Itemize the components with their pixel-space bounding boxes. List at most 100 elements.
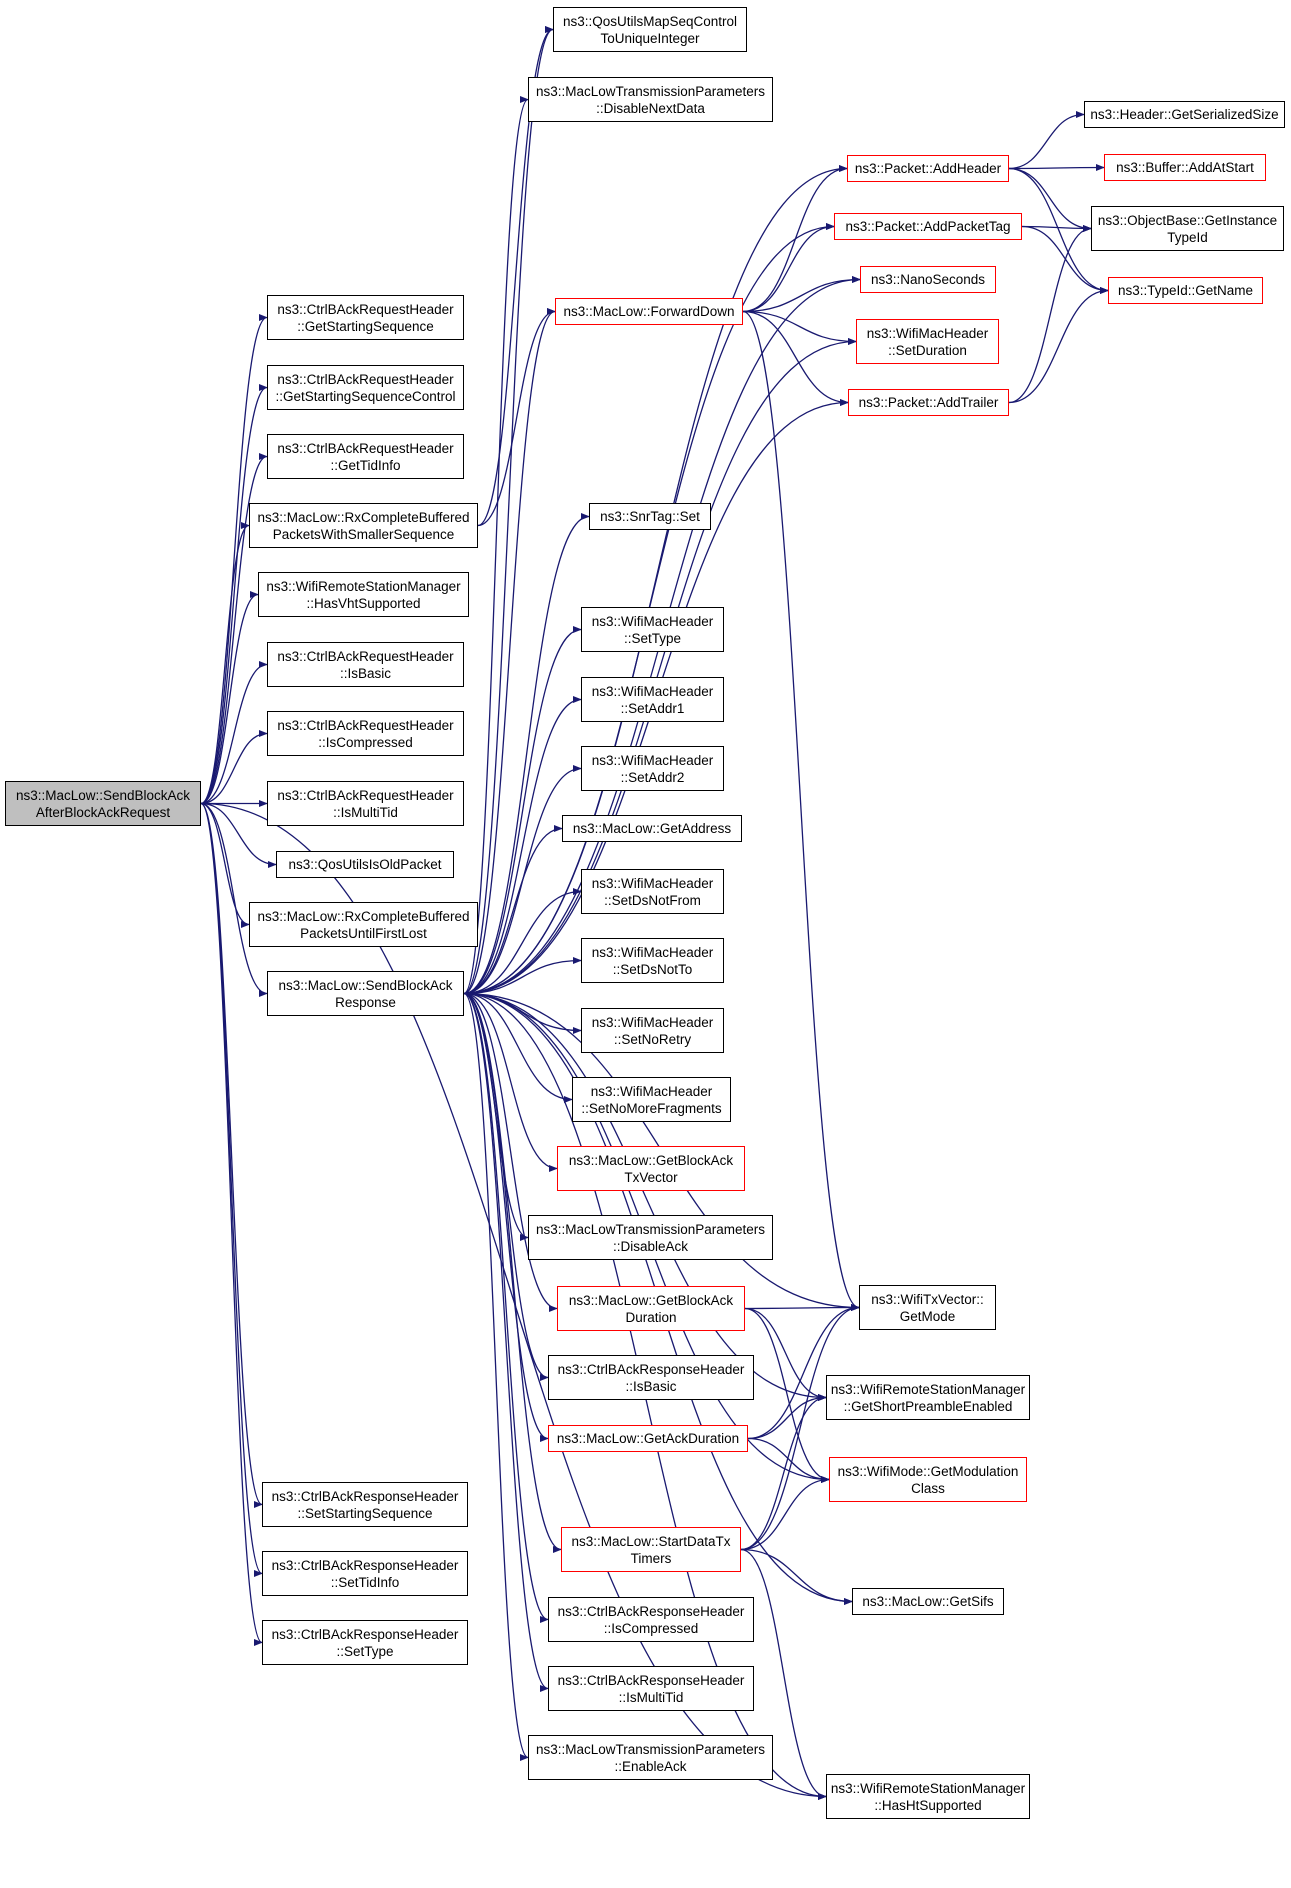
edge-sendResp-to-snrSet	[463, 512, 590, 995]
node-add-trailer[interactable]: ns3::Packet::AddTrailer	[848, 389, 1009, 416]
node-label-line: ns3::CtrlBAckResponseHeader	[557, 1361, 745, 1377]
node-label-line: ns3::MacLow::RxCompleteBuffered	[257, 509, 470, 525]
node-set-type-h[interactable]: ns3::WifiMacHeader::SetType	[581, 607, 724, 652]
edge-root-to-getStartSeq	[200, 314, 268, 805]
node-label-line: ns3::WifiMacHeader	[591, 875, 714, 891]
node-req-is-compressed[interactable]: ns3::CtrlBAckRequestHeader::IsCompressed	[267, 711, 464, 756]
edge-sendResp-to-setDsNotFrom	[463, 887, 582, 995]
node-label-line: ns3::WifiRemoteStationManager	[830, 1381, 1026, 1397]
node-label-line: ns3::CtrlBAckRequestHeader	[277, 440, 454, 456]
edge-addTrailer-to-instType	[1008, 224, 1092, 404]
node-fwd-down[interactable]: ns3::MacLow::ForwardDown	[555, 298, 743, 325]
node-label-line: ns3::CtrlBAckResponseHeader	[271, 1488, 459, 1504]
node-en-ack[interactable]: ns3::MacLowTransmissionParameters::Enabl…	[528, 1735, 773, 1780]
node-set-no-retry[interactable]: ns3::WifiMacHeader::SetNoRetry	[581, 1008, 724, 1053]
node-req-is-multi-tid[interactable]: ns3::CtrlBAckRequestHeader::IsMultiTid	[267, 781, 464, 826]
node-label-line: ::SetNoMoreFragments	[581, 1100, 722, 1116]
node-short-pre[interactable]: ns3::WifiRemoteStationManager::GetShortP…	[826, 1375, 1030, 1420]
edge-root-to-getTidInfo	[200, 452, 268, 805]
node-set-addr1[interactable]: ns3::WifiMacHeader::SetAddr1	[581, 677, 724, 722]
node-has-ht[interactable]: ns3::WifiRemoteStationManager::HasHtSupp…	[826, 1774, 1030, 1819]
node-dis-ack[interactable]: ns3::MacLowTransmissionParameters::Disab…	[528, 1215, 773, 1260]
node-label-line: ns3::ObjectBase::GetInstance	[1097, 212, 1278, 228]
node-buf-add[interactable]: ns3::Buffer::AddAtStart	[1104, 154, 1266, 181]
edge-root-to-hasVht	[200, 590, 259, 805]
node-qos-old[interactable]: ns3::QosUtilsIsOldPacket	[276, 851, 454, 878]
node-label-line: ToUniqueInteger	[600, 30, 700, 46]
edge-sendResp-to-enAck	[463, 992, 529, 1761]
node-label-line: ns3::WifiMacHeader	[591, 944, 714, 960]
node-set-addr2[interactable]: ns3::WifiMacHeader::SetAddr2	[581, 746, 724, 791]
node-get-start-seq[interactable]: ns3::CtrlBAckRequestHeader::GetStartingS…	[267, 295, 464, 340]
node-label-line: ns3::MacLow::SendBlockAck	[278, 977, 453, 993]
node-label-line: ns3::MacLow::GetAckDuration	[556, 1431, 740, 1446]
node-label-line: ns3::WifiMacHeader	[591, 1014, 714, 1030]
node-label-line: ::IsBasic	[339, 665, 391, 681]
node-resp-is-multi[interactable]: ns3::CtrlBAckResponseHeader::IsMultiTid	[548, 1666, 754, 1711]
node-has-vht[interactable]: ns3::WifiRemoteStationManager::HasVhtSup…	[258, 572, 469, 617]
node-label-line: PacketsWithSmallerSequence	[272, 526, 455, 542]
node-add-pkt-tag[interactable]: ns3::Packet::AddPacketTag	[834, 213, 1022, 240]
node-set-tid-info[interactable]: ns3::CtrlBAckResponseHeader::SetTidInfo	[262, 1551, 468, 1596]
node-set-ds-not-to[interactable]: ns3::WifiMacHeader::SetDsNotTo	[581, 938, 724, 983]
node-label-line: ns3::CtrlBAckResponseHeader	[557, 1672, 745, 1688]
node-label-line: ns3::MacLow::GetBlockAck	[568, 1292, 734, 1308]
edge-fwdDown-to-setDuration	[742, 310, 857, 346]
edge-getBADur-to-shortPre	[744, 1307, 827, 1402]
edge-fwdDown-to-getMode	[742, 310, 860, 1311]
node-set-no-more[interactable]: ns3::WifiMacHeader::SetNoMoreFragments	[572, 1077, 731, 1122]
edge-sendResp-to-setDuration	[463, 337, 857, 995]
node-add-header[interactable]: ns3::Packet::AddHeader	[847, 155, 1009, 182]
node-label-line: ns3::Header::GetSerializedSize	[1090, 107, 1279, 122]
node-req-is-basic[interactable]: ns3::CtrlBAckRequestHeader::IsBasic	[267, 642, 464, 687]
node-label-line: Class	[911, 1480, 945, 1496]
node-snr-set[interactable]: ns3::SnrTag::Set	[589, 503, 711, 530]
node-set-start-seq[interactable]: ns3::CtrlBAckResponseHeader::SetStarting…	[262, 1482, 468, 1527]
node-type-name[interactable]: ns3::TypeId::GetName	[1108, 277, 1263, 304]
node-label-line: ns3::CtrlBAckRequestHeader	[277, 301, 454, 317]
node-label-line: ns3::CtrlBAckRequestHeader	[277, 371, 454, 387]
edge-getAckDur-to-getMode	[747, 1303, 860, 1440]
node-set-duration[interactable]: ns3::WifiMacHeader::SetDuration	[856, 319, 999, 364]
node-set-ds-not-from[interactable]: ns3::WifiMacHeader::SetDsNotFrom	[581, 869, 724, 914]
edge-sendResp-to-getBADur	[463, 992, 558, 1313]
node-label-line: ::IsCompressed	[603, 1620, 699, 1636]
node-resp-is-basic[interactable]: ns3::CtrlBAckResponseHeader::IsBasic	[548, 1355, 754, 1400]
node-label-line: TypeId	[1167, 229, 1208, 245]
node-get-ack-dur[interactable]: ns3::MacLow::GetAckDuration	[548, 1425, 748, 1452]
node-label-line: ::HasVhtSupported	[306, 595, 421, 611]
node-get-start-seq-ctl[interactable]: ns3::CtrlBAckRequestHeader::GetStartingS…	[267, 365, 464, 410]
node-ser-size[interactable]: ns3::Header::GetSerializedSize	[1084, 101, 1285, 128]
node-get-address[interactable]: ns3::MacLow::GetAddress	[562, 815, 742, 842]
node-label-line: ns3::SnrTag::Set	[600, 509, 700, 524]
node-label-line: ns3::CtrlBAckRequestHeader	[277, 648, 454, 664]
node-get-mode[interactable]: ns3::WifiTxVector::GetMode	[859, 1285, 996, 1330]
node-label-line: ::GetStartingSequenceControl	[275, 388, 456, 404]
edge-sendResp-to-setAddr1	[463, 695, 582, 995]
node-get-sifs[interactable]: ns3::MacLow::GetSifs	[852, 1588, 1004, 1615]
edge-getAckDur-to-shortPre	[747, 1393, 827, 1440]
node-label-line: ::SetDsNotTo	[612, 961, 693, 977]
edge-sendResp-to-setTypeH	[463, 625, 582, 995]
edge-getBADur-to-modClass	[744, 1307, 830, 1484]
node-label-line: ns3::WifiRemoteStationManager	[830, 1780, 1026, 1796]
node-set-type2[interactable]: ns3::CtrlBAckResponseHeader::SetType	[262, 1620, 468, 1665]
node-label-line: ::IsBasic	[625, 1378, 677, 1394]
edge-getBADur-to-getMode	[744, 1303, 860, 1312]
edge-root-to-sendResp	[200, 802, 268, 998]
node-resp-is-comp[interactable]: ns3::CtrlBAckResponseHeader::IsCompresse…	[548, 1597, 754, 1642]
node-dis-next[interactable]: ns3::MacLowTransmissionParameters::Disab…	[528, 77, 773, 122]
node-label-line: ns3::WifiMode::GetModulation	[837, 1463, 1019, 1479]
node-get-tid-info[interactable]: ns3::CtrlBAckRequestHeader::GetTidInfo	[267, 434, 464, 479]
node-nano-sec[interactable]: ns3::NanoSeconds	[860, 266, 996, 293]
